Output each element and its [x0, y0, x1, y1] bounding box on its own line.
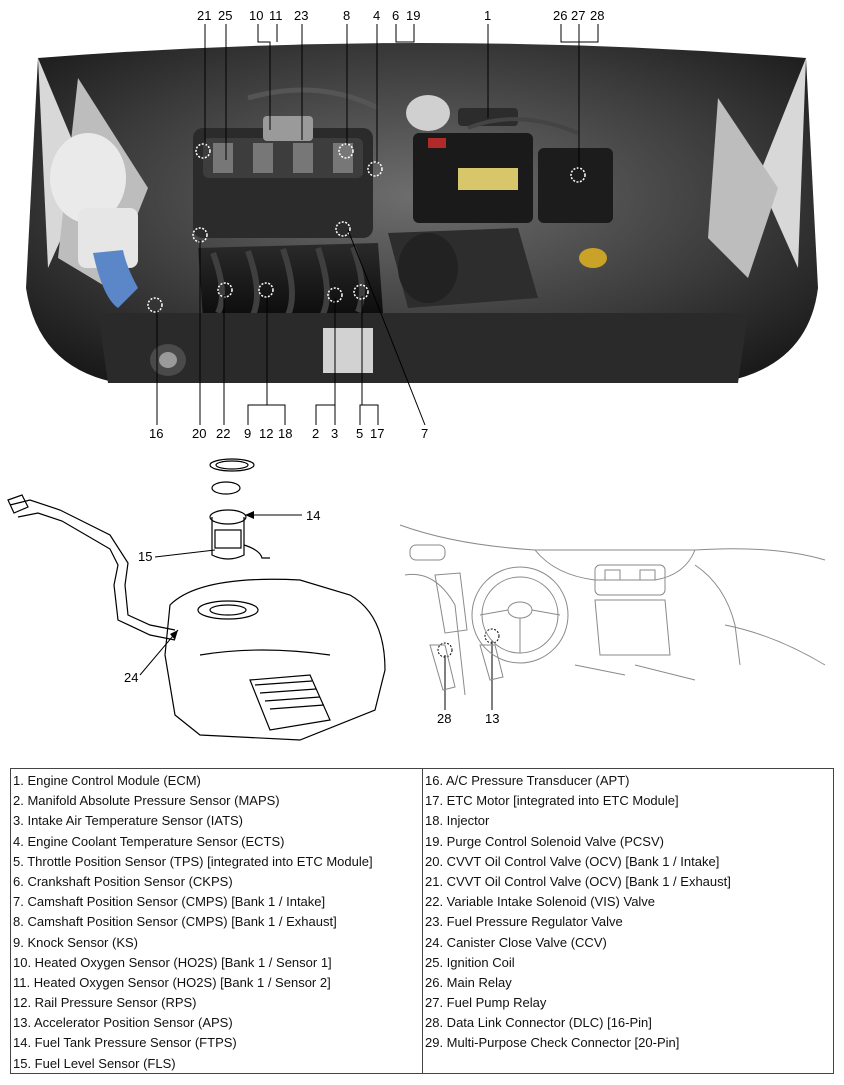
- legend-item: 5. Throttle Position Sensor (TPS) [integ…: [13, 853, 373, 869]
- callout-label: 16: [149, 426, 164, 441]
- callout-label: 28: [437, 711, 452, 726]
- callout-label: 27: [571, 8, 586, 23]
- legend-item: 24. Canister Close Valve (CCV): [425, 934, 607, 950]
- legend-item: 2. Manifold Absolute Pressure Sensor (MA…: [13, 793, 280, 809]
- callout-label: 26: [553, 8, 568, 23]
- legend-item: 15. Fuel Level Sensor (FLS): [13, 1055, 176, 1071]
- legend-item: 8. Camshaft Position Sensor (CMPS) [Bank…: [13, 914, 337, 930]
- engine-bay-photo: [26, 43, 818, 383]
- legend-item: 12. Rail Pressure Sensor (RPS): [13, 995, 197, 1011]
- legend-item: 29. Multi-Purpose Check Connector [20-Pi…: [425, 1035, 680, 1051]
- callout-label: 7: [421, 426, 429, 441]
- callout-label: 6: [392, 8, 400, 23]
- dashboard-drawing: [399, 524, 826, 696]
- legend-item: 6. Crankshaft Position Sensor (CKPS): [13, 873, 233, 889]
- component-legend-table: 1. Engine Control Module (ECM) 2. Manifo…: [10, 768, 834, 1074]
- legend-column-left: 1. Engine Control Module (ECM) 2. Manifo…: [11, 769, 422, 1073]
- legend-item: 11. Heated Oxygen Sensor (HO2S) [Bank 1 …: [13, 974, 331, 990]
- legend-item: 28. Data Link Connector (DLC) [16-Pin]: [425, 1015, 652, 1031]
- callout-label: 21: [197, 8, 212, 23]
- legend-item: 4. Engine Coolant Temperature Sensor (EC…: [13, 833, 285, 849]
- legend-item: 3. Intake Air Temperature Sensor (IATS): [13, 813, 244, 829]
- callout-label: 28: [590, 8, 605, 23]
- callout-label: 12: [259, 426, 274, 441]
- legend-item: 10. Heated Oxygen Sensor (HO2S) [Bank 1 …: [13, 954, 332, 970]
- legend-item: 9. Knock Sensor (KS): [13, 934, 138, 950]
- fuel-tank-drawing: [7, 458, 386, 741]
- legend-item: 26. Main Relay: [425, 974, 512, 990]
- legend-item: 7. Camshaft Position Sensor (CMPS) [Bank…: [13, 894, 326, 910]
- legend-item: 14. Fuel Tank Pressure Sensor (FTPS): [13, 1035, 237, 1051]
- callout-label: 17: [370, 426, 385, 441]
- callout-label: 13: [485, 711, 500, 726]
- legend-item: 25. Ignition Coil: [425, 954, 515, 970]
- callout-label: 5: [356, 426, 364, 441]
- callout-label: 11: [269, 8, 283, 23]
- callout-label: 8: [343, 8, 351, 23]
- callout-label: 9: [244, 426, 252, 441]
- legend-item: 20. CVVT Oil Control Valve (OCV) [Bank 1…: [425, 853, 720, 869]
- legend-item: 21. CVVT Oil Control Valve (OCV) [Bank 1…: [425, 873, 731, 889]
- callout-label: 3: [331, 426, 339, 441]
- callout-label: 23: [294, 8, 309, 23]
- callout-label: 4: [373, 8, 381, 23]
- callout-label: 14: [306, 508, 321, 523]
- legend-item: 19. Purge Control Solenoid Valve (PCSV): [425, 833, 664, 849]
- callout-label: 22: [216, 426, 231, 441]
- callout-label: 25: [218, 8, 233, 23]
- legend-item: 17. ETC Motor [integrated into ETC Modul…: [425, 793, 679, 809]
- callout-label: 20: [192, 426, 207, 441]
- callout-label: 19: [406, 8, 421, 23]
- legend-item: 16. A/C Pressure Transducer (APT): [425, 773, 630, 788]
- callout-label: 2: [312, 426, 320, 441]
- legend-column-right: 16. A/C Pressure Transducer (APT) 17. ET…: [422, 769, 833, 1073]
- callout-label: 10: [249, 8, 264, 23]
- legend-item: 13. Accelerator Position Sensor (APS): [13, 1015, 233, 1031]
- legend-item: 23. Fuel Pressure Regulator Valve: [425, 914, 623, 930]
- legend-item: 27. Fuel Pump Relay: [425, 995, 547, 1011]
- legend-item: 1. Engine Control Module (ECM): [13, 773, 201, 788]
- legend-item: 18. Injector: [425, 813, 490, 829]
- callout-label: 1: [484, 8, 492, 23]
- callout-label: 18: [278, 426, 293, 441]
- callout-label: 24: [124, 670, 139, 685]
- legend-item: 22. Variable Intake Solenoid (VIS) Valve: [425, 894, 656, 910]
- callout-label: 15: [138, 549, 153, 564]
